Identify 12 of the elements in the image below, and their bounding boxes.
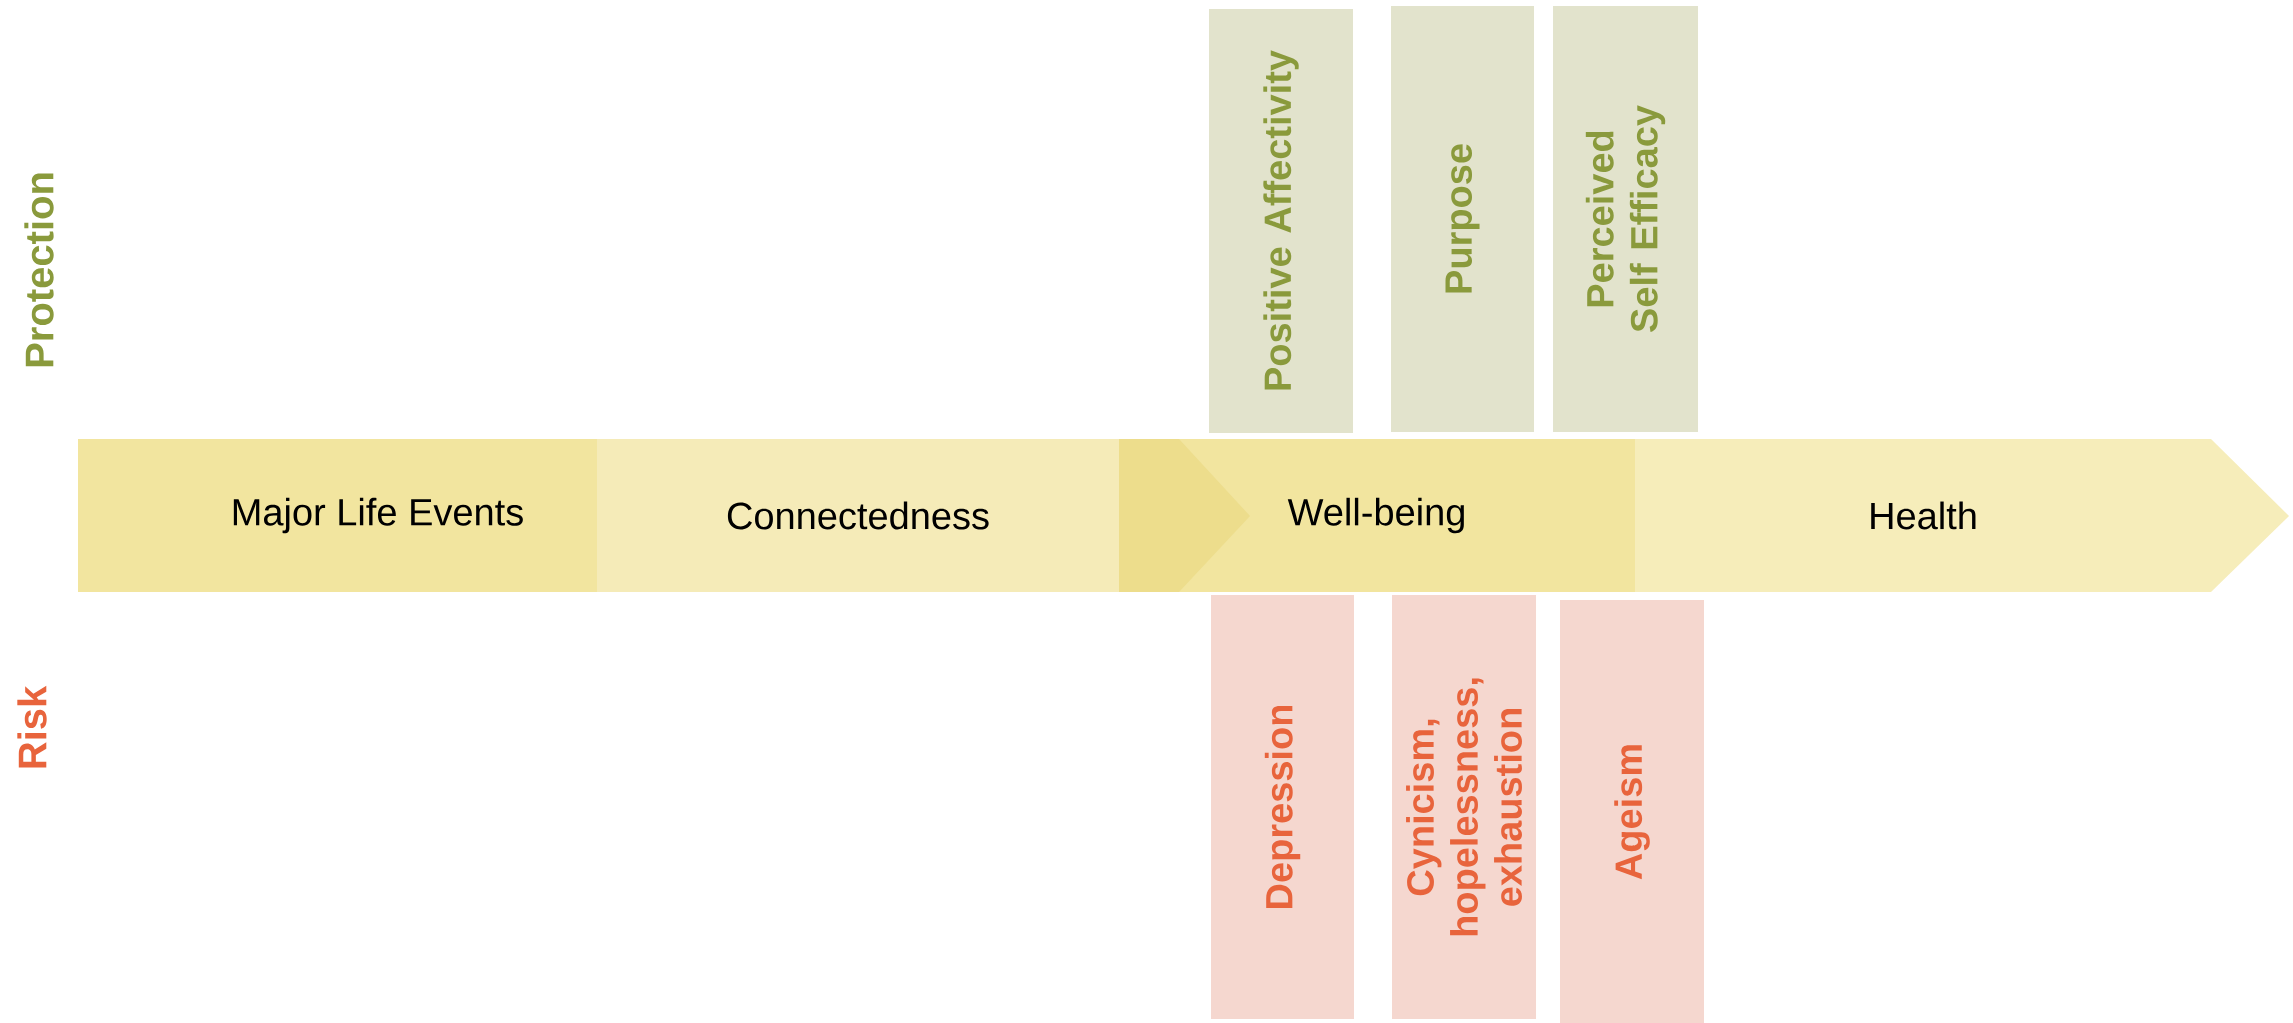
- side-label: Risk: [17, 685, 47, 768]
- band-segment: Well-being: [1119, 439, 1635, 592]
- factor-box: Cynicism, hopelessness, exhaustion: [1392, 595, 1536, 1019]
- side-label: Protection: [24, 173, 54, 367]
- band-segment: Connectedness: [597, 439, 1119, 592]
- factor-box: Purpose: [1391, 6, 1534, 432]
- factor-box: Depression: [1211, 595, 1354, 1019]
- factor-box: Perceived Self Efficacy: [1553, 6, 1698, 432]
- band-segment: Health: [1635, 439, 2290, 592]
- factor-box: Ageism: [1560, 600, 1704, 1023]
- band-segment: Major Life Events: [78, 439, 597, 592]
- factor-box: Positive Affectivity: [1209, 9, 1353, 433]
